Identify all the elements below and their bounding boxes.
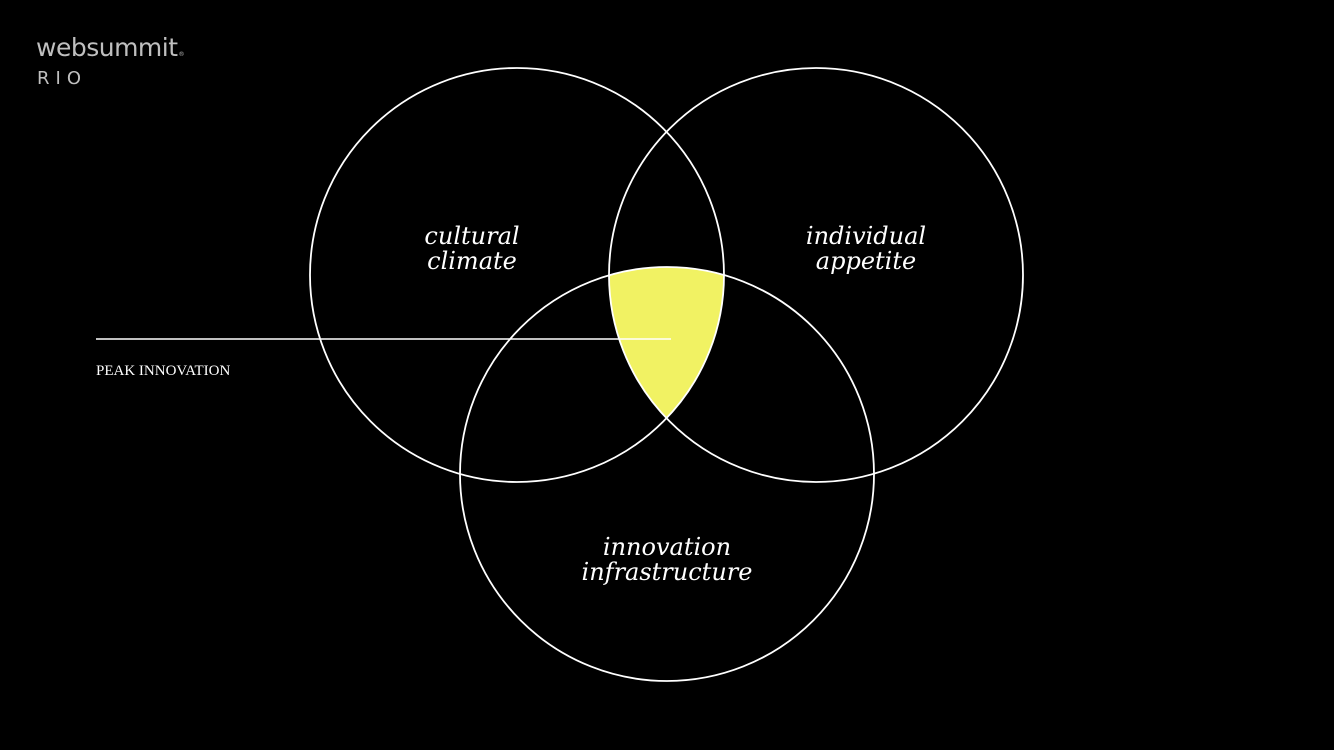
logo-registered-mark: ® <box>178 51 185 58</box>
label-cultural: cultural <box>424 222 519 250</box>
logo-city: RIO <box>37 68 87 89</box>
peak-innovation-highlight <box>609 267 724 482</box>
circle-innovation-infrastructure <box>459 266 875 682</box>
label-individual: individual <box>806 222 926 250</box>
label-appetite: appetite <box>816 247 916 275</box>
intersection-group <box>609 267 724 482</box>
label-climate: climate <box>427 247 517 275</box>
logo-wordmark-text: websummit <box>36 33 178 62</box>
callout-label: PEAK INNOVATION <box>96 363 230 379</box>
label-innovation: innovation <box>603 533 731 561</box>
logo-wordmark: websummit® <box>36 33 184 70</box>
websummit-rio-logo: websummit® RIO <box>36 33 226 93</box>
label-infrastructure: infrastructure <box>582 558 753 586</box>
